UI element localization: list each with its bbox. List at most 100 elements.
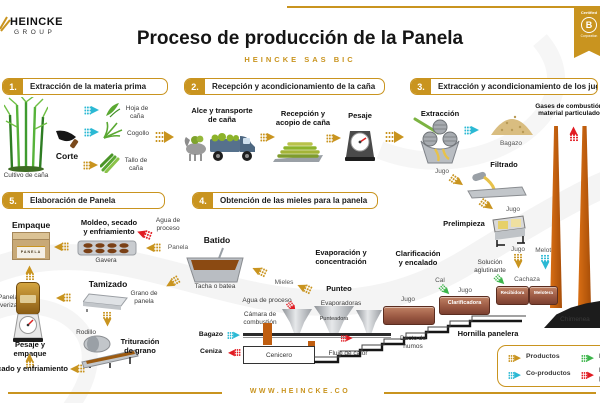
bagazo-in-arrow [227,331,241,340]
section-number-3: 3. [411,79,431,94]
filtro-illustration [467,171,527,199]
punteadora-label: Punteadora [319,316,349,322]
tamizado-label: Tamizado [88,279,128,289]
footer-rule-right [384,392,596,394]
cogollo-icon [103,121,123,139]
section-title-2: Recepción y acondicionamiento de la caña [212,82,376,91]
recibidora-label: Recibidora [500,290,525,295]
emissions-arrow [570,126,579,142]
badge-bottom-text: Corporation [580,34,598,38]
bascula-icon [345,131,375,161]
ducto-label: Ducto de humos [399,335,427,350]
melotera-label: Melotera [534,290,553,295]
agua-proceso-label-2: Agua de proceso [242,297,292,304]
machete-icon [56,130,79,149]
section-banner-2: 2. Recepción y acondicionamiento de la c… [184,78,385,95]
footer-rule-left [8,392,222,394]
extraccion-label: Extracción [420,109,460,118]
clarificacion-label: Clarificación y encalado [395,249,441,267]
evaporacion-label: Evaporación y concentración [315,248,367,266]
cachaza-label: Cachaza [514,276,540,283]
flow-arrow-product [55,293,71,302]
section-transition-arrow [385,131,406,143]
tamiz-illustration [83,293,128,312]
legend-coproductos: Co-productos [526,370,571,377]
bascula-empaque-icon [13,314,43,342]
hoja-label: Hoja de caña [125,105,149,120]
flow-arrow-product [514,254,523,270]
flow-arrow-coproduct [84,128,100,137]
gases-label: Gases de combustión material particulado [535,103,600,118]
hornilla-bench [243,333,391,336]
mieles-label: Mieles [274,279,294,286]
melote-label: Melote [535,247,555,254]
website-url: WWW.HEINCKE.CO [249,388,351,395]
batea-illustration [186,247,244,283]
section-banner-1: 1. Extracción de la materia prima [2,78,168,95]
flujo-label: Flujo de calor [328,350,368,357]
filtrado-label: Filtrado [490,160,518,169]
pulverizada-bag [16,282,40,315]
section-title-4: Obtención de las mieles para la panela [220,196,368,205]
bagazo-label-2: Bagazo [198,331,224,338]
alce-label: Alce y transporte de caña [191,106,253,124]
section-number-5: 5. [3,193,23,208]
transporte-illustration [184,133,255,161]
acopio-illustration [273,142,323,162]
heat-flow-arrow [340,334,354,343]
secado-label: Secado y enfriamiento [0,364,69,373]
jugo-pan [383,306,435,325]
prelimpieza-label: Prelimpieza [443,219,485,228]
jugo-label-3: Jugo [510,246,526,253]
clarificadora-pan: Clarificadora [439,296,490,315]
prelimpieza-illustration [492,215,526,247]
cal-label: Cal [435,277,445,284]
hornilla-label: Hornilla panelera [457,329,519,338]
melotera-pan: Melotera [529,286,558,305]
tacha-label: Tacha o batea [194,283,236,290]
cultivo-label: Cultivo de caña [3,172,49,179]
hornilla-bench-line [243,337,391,339]
flow-arrow-product [83,161,99,170]
jugo-label-1: Jugo [434,168,450,175]
legend-product-arrow [508,354,522,363]
jugo-label-5: Jugo [457,287,473,294]
page-subtitle: HEINCKE SAS BIC [244,55,356,64]
grano-label: Grano de panela [130,290,158,305]
batido-label: Batido [203,235,231,245]
flow-arrow-coproduct [84,106,100,115]
pulverizada-label: Panela pulverizada [0,294,25,309]
section-title-5: Elaboración de Panela [30,196,116,205]
ceniza-label: Ceniza [200,348,222,355]
flow-arrow-product [53,242,69,251]
flow-arrow-product [260,133,276,142]
evaporadoras-label: Evaporadoras [320,300,362,307]
trituracion-label: Trituración de grano [120,337,160,355]
flow-arrow-product [26,265,35,281]
panela-package-label: PANELA [17,246,45,258]
bagazo-illustration [491,115,533,135]
flow-arrow-product [326,134,342,143]
clarificadora-label: Clarificadora [447,300,482,306]
legend-residuo-arrow [581,371,595,380]
moldeo-label: Moldeo, secado y enfriamiento [80,218,138,236]
header-rule [287,6,600,8]
tallo-label: Tallo de caña [124,157,148,172]
panela-package: PANELA [12,232,50,260]
agua-proceso-label-1: Agua de proceso [155,217,181,232]
bcorp-badge: Certified B Corporation [574,6,600,58]
hoja-icon [106,103,121,118]
section-title-3: Extracción y acondicionamiento de los ju… [438,82,598,91]
section-number-4: 4. [193,193,213,208]
flow-arrow-product [145,243,161,252]
badge-top-text: Certified [580,10,598,15]
recepcion-label: Recepción y acopio de caña [275,109,331,127]
chimenea-label: Chimenea [560,316,590,323]
logo-wordmark: HEINCKE [10,16,64,28]
cogollo-label: Cogollo [126,130,150,137]
recibidora-pan: Recibidora [496,286,529,305]
section-banner-4: 4. Obtención de las mieles para la panel… [192,192,378,209]
legend-insumo-arrow [581,354,595,363]
gavera-illustration [77,240,137,256]
